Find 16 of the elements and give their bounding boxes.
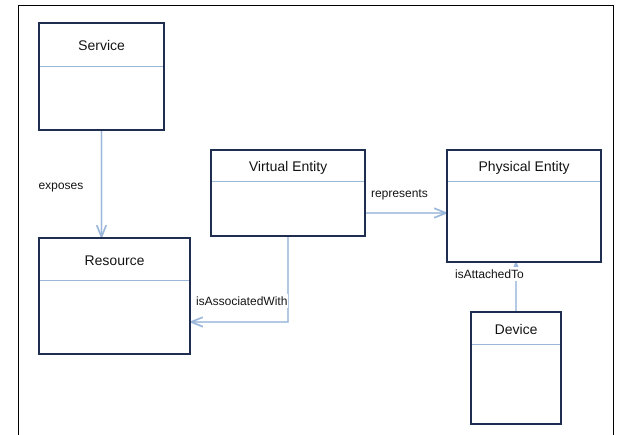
class-box [210, 149, 366, 237]
class-box [38, 237, 191, 355]
class-name: Physical Entity [478, 158, 570, 174]
arrow [190, 237, 289, 328]
class-name: Service [78, 37, 125, 53]
class-name: Resource [84, 252, 144, 268]
edge-label: isAttachedTo [454, 267, 525, 281]
class-name: Virtual Entity [248, 158, 328, 174]
arrow [96, 131, 108, 238]
class-box [470, 311, 562, 425]
edge-label: isAssociatedWith [195, 294, 288, 308]
class-box [38, 22, 165, 131]
arrow [366, 207, 447, 219]
class-name: Device [494, 320, 538, 336]
edge-label: represents [370, 186, 429, 200]
class-box [446, 149, 602, 263]
